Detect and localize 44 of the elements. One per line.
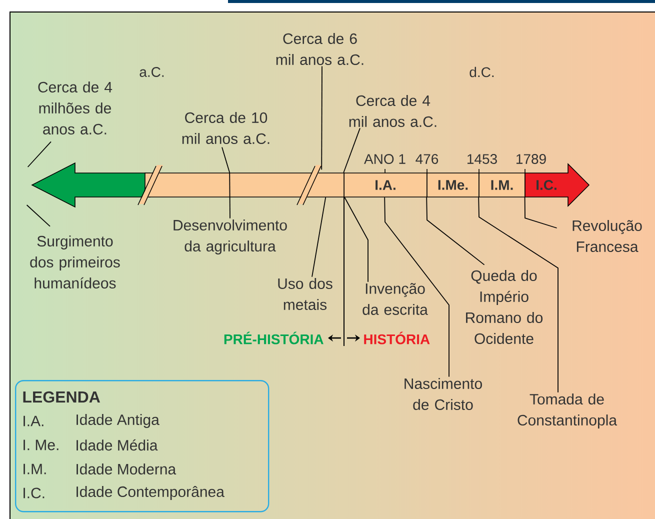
year-label: ANO 1 — [364, 154, 406, 164]
leader-line — [229, 172, 230, 219]
leader-line — [27, 141, 52, 168]
legend-entry: Idade Antiga — [76, 414, 160, 428]
leader-line — [312, 196, 326, 278]
event-text: Desenvolvimento da agricultura — [174, 220, 287, 254]
year-label: 1453 — [468, 154, 497, 164]
leader-line — [426, 196, 485, 266]
year-label: 476 — [416, 154, 438, 164]
abbreviation: I. Me. — [24, 440, 58, 450]
era-abbreviation: a.C. — [140, 67, 164, 77]
legend-entry: Idade Contemporânea — [76, 486, 224, 500]
leader-line — [524, 196, 558, 228]
event-text: Cerca de 10 mil anos a.C. — [182, 112, 270, 144]
legend-entry: Idade Moderna — [76, 464, 176, 474]
event-text: Tomada de Constantinopla — [518, 394, 618, 428]
event-text: Nascimento de Cristo — [404, 378, 482, 410]
period-segment: I.A. — [344, 172, 428, 198]
event-text: Invenção da escrita — [362, 283, 428, 315]
year-label: 1789 — [516, 154, 546, 164]
era-abbreviation: d.C. — [470, 66, 494, 78]
abbreviation: I.M. — [24, 464, 46, 474]
leader-line — [478, 196, 558, 393]
era-label: PRÉ-HISTÓRIA — [224, 332, 324, 344]
leader-line — [321, 66, 322, 170]
abbreviation: I.C. — [24, 488, 44, 498]
leader-line — [26, 204, 50, 227]
leader-line — [344, 196, 368, 282]
event-text: Surgimento dos primeiros humanídeos — [30, 236, 120, 288]
leader-line — [384, 196, 450, 378]
event-text: Cerca de 4 milhões de anos a.C. — [38, 82, 112, 134]
era-label: HISTÓRIA — [364, 332, 430, 344]
event-text: Queda do Império Romano do Ocidente — [466, 270, 543, 344]
event-text: Cerca de 4 mil anos a.C. — [349, 95, 436, 127]
event-text: Cerca de 6 mil anos a.C. — [276, 33, 364, 65]
period-segment: I.M. — [478, 172, 526, 198]
abbreviation: I.A. — [24, 416, 44, 426]
legend-title: LEGENDA — [23, 391, 100, 403]
leader-line — [222, 146, 230, 174]
period-segment: I.Me. — [426, 172, 480, 198]
legend-entry: Idade Média — [76, 439, 158, 451]
event-text: Revolução Francesa — [572, 220, 642, 252]
leader-line — [343, 128, 360, 174]
event-text: Uso dos metais — [278, 278, 332, 310]
